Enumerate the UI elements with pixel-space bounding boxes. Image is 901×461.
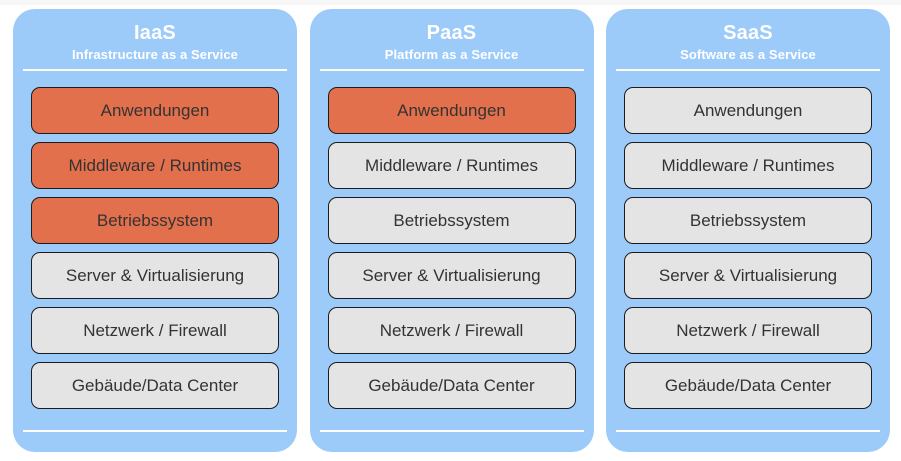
layer-box-paas-netzwerk[interactable]: Netzwerk / Firewall [327, 307, 576, 354]
layer-box-saas-gebaeude[interactable]: Gebäude/Data Center [624, 362, 872, 409]
card-title-iaas: IaaS [134, 22, 176, 44]
card-footer-paas [310, 417, 594, 452]
layer-box-iaas-gebaeude[interactable]: Gebäude/Data Center [31, 362, 279, 409]
card-subtitle-paas: Platform as a Service [384, 47, 519, 62]
layer-box-saas-middleware[interactable]: Middleware / Runtimes [624, 142, 872, 189]
layer-box-paas-anwendungen[interactable]: Anwendungen [327, 87, 576, 134]
card-footer-saas [606, 417, 890, 452]
layer-box-paas-middleware[interactable]: Middleware / Runtimes [327, 142, 576, 189]
layer-box-saas-server[interactable]: Server & Virtualisierung [624, 252, 872, 299]
card-header-paas: PaaS Platform as a Service [310, 9, 594, 63]
header-divider-iaas [23, 69, 287, 71]
header-divider-saas [616, 69, 880, 71]
top-strip [0, 0, 901, 5]
layer-box-saas-netzwerk[interactable]: Netzwerk / Firewall [624, 307, 872, 354]
footer-divider-paas [319, 430, 584, 432]
card-bottom-spacer-paas [310, 432, 594, 452]
card-title-saas: SaaS [723, 22, 773, 44]
card-bottom-spacer-saas [606, 432, 890, 452]
layer-stack-iaas: Anwendungen Middleware / Runtimes Betrie… [13, 71, 297, 417]
card-subtitle-iaas: Infrastructure as a Service [71, 47, 238, 62]
layer-box-iaas-server[interactable]: Server & Virtualisierung [31, 252, 279, 299]
card-subtitle-saas: Software as a Service [680, 47, 816, 62]
service-model-card-iaas: IaaS Infrastructure as a Service Anwendu… [13, 9, 297, 452]
card-header-iaas: IaaS Infrastructure as a Service [13, 9, 297, 63]
service-model-card-saas: SaaS Software as a Service Anwendungen M… [606, 9, 890, 452]
footer-divider-iaas [23, 430, 287, 432]
card-footer-iaas [13, 417, 297, 452]
layer-box-iaas-betriebssystem[interactable]: Betriebssystem [31, 197, 279, 244]
layer-box-paas-betriebssystem[interactable]: Betriebssystem [327, 197, 576, 244]
card-header-saas: SaaS Software as a Service [606, 9, 890, 63]
layer-box-iaas-netzwerk[interactable]: Netzwerk / Firewall [31, 307, 279, 354]
service-model-comparison: IaaS Infrastructure as a Service Anwendu… [13, 9, 890, 452]
layer-box-paas-server[interactable]: Server & Virtualisierung [327, 252, 576, 299]
layer-box-saas-anwendungen[interactable]: Anwendungen [624, 87, 872, 134]
service-model-card-paas: PaaS Platform as a Service Anwendungen M… [309, 9, 594, 452]
card-bottom-spacer-iaas [13, 432, 297, 452]
header-divider-paas [319, 69, 584, 71]
footer-divider-saas [616, 430, 880, 432]
layer-box-iaas-middleware[interactable]: Middleware / Runtimes [31, 142, 279, 189]
layer-box-saas-betriebssystem[interactable]: Betriebssystem [624, 197, 872, 244]
layer-box-paas-gebaeude[interactable]: Gebäude/Data Center [327, 362, 576, 409]
layer-stack-saas: Anwendungen Middleware / Runtimes Betrie… [606, 71, 890, 417]
layer-stack-paas: Anwendungen Middleware / Runtimes Betrie… [310, 71, 594, 417]
card-title-paas: PaaS [426, 22, 477, 44]
layer-box-iaas-anwendungen[interactable]: Anwendungen [31, 87, 279, 134]
